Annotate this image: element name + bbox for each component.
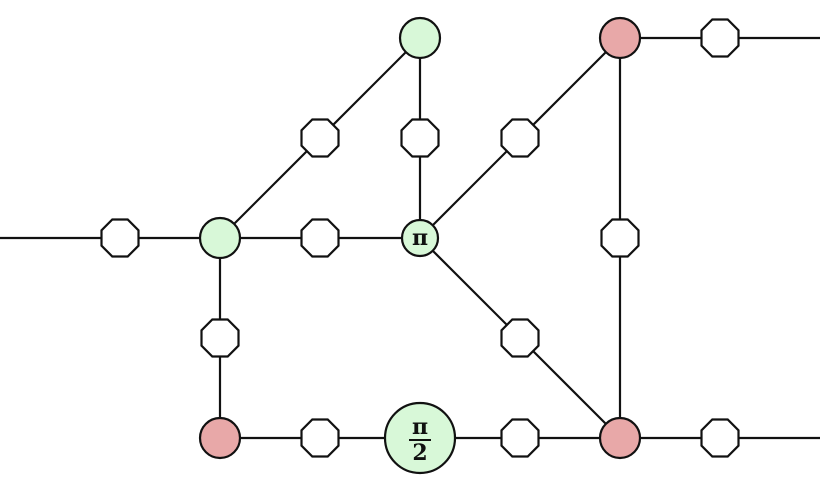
spider-circle [400, 218, 440, 258]
hadamard-box [300, 418, 340, 458]
phase-denominator: 2 [412, 440, 427, 466]
green-spider [398, 16, 442, 60]
hadamard-box [700, 18, 740, 58]
hadamard-box [500, 118, 540, 158]
spider-circle [198, 416, 242, 460]
hadamard-box [300, 118, 340, 158]
spider-circle [598, 16, 642, 60]
phase-numerator: π [412, 414, 428, 440]
green-spider: π2 [383, 401, 457, 475]
green-spider: π [400, 218, 440, 258]
spider-circle [383, 401, 457, 475]
hadamard-box [300, 218, 340, 258]
hadamard-box [500, 318, 540, 358]
green-spider [198, 216, 242, 260]
hadamard-box [500, 418, 540, 458]
red-spider [198, 416, 242, 460]
hadamard-box [400, 118, 440, 158]
red-spider [598, 16, 642, 60]
hadamard-box [100, 218, 140, 258]
spider-circle [198, 216, 242, 260]
hadamard-box [700, 418, 740, 458]
phase-label: π [412, 225, 428, 251]
red-spider [598, 416, 642, 460]
hadamard-box [200, 318, 240, 358]
hadamard-box [600, 218, 640, 258]
spider-circle [598, 416, 642, 460]
spider-circle [398, 16, 442, 60]
